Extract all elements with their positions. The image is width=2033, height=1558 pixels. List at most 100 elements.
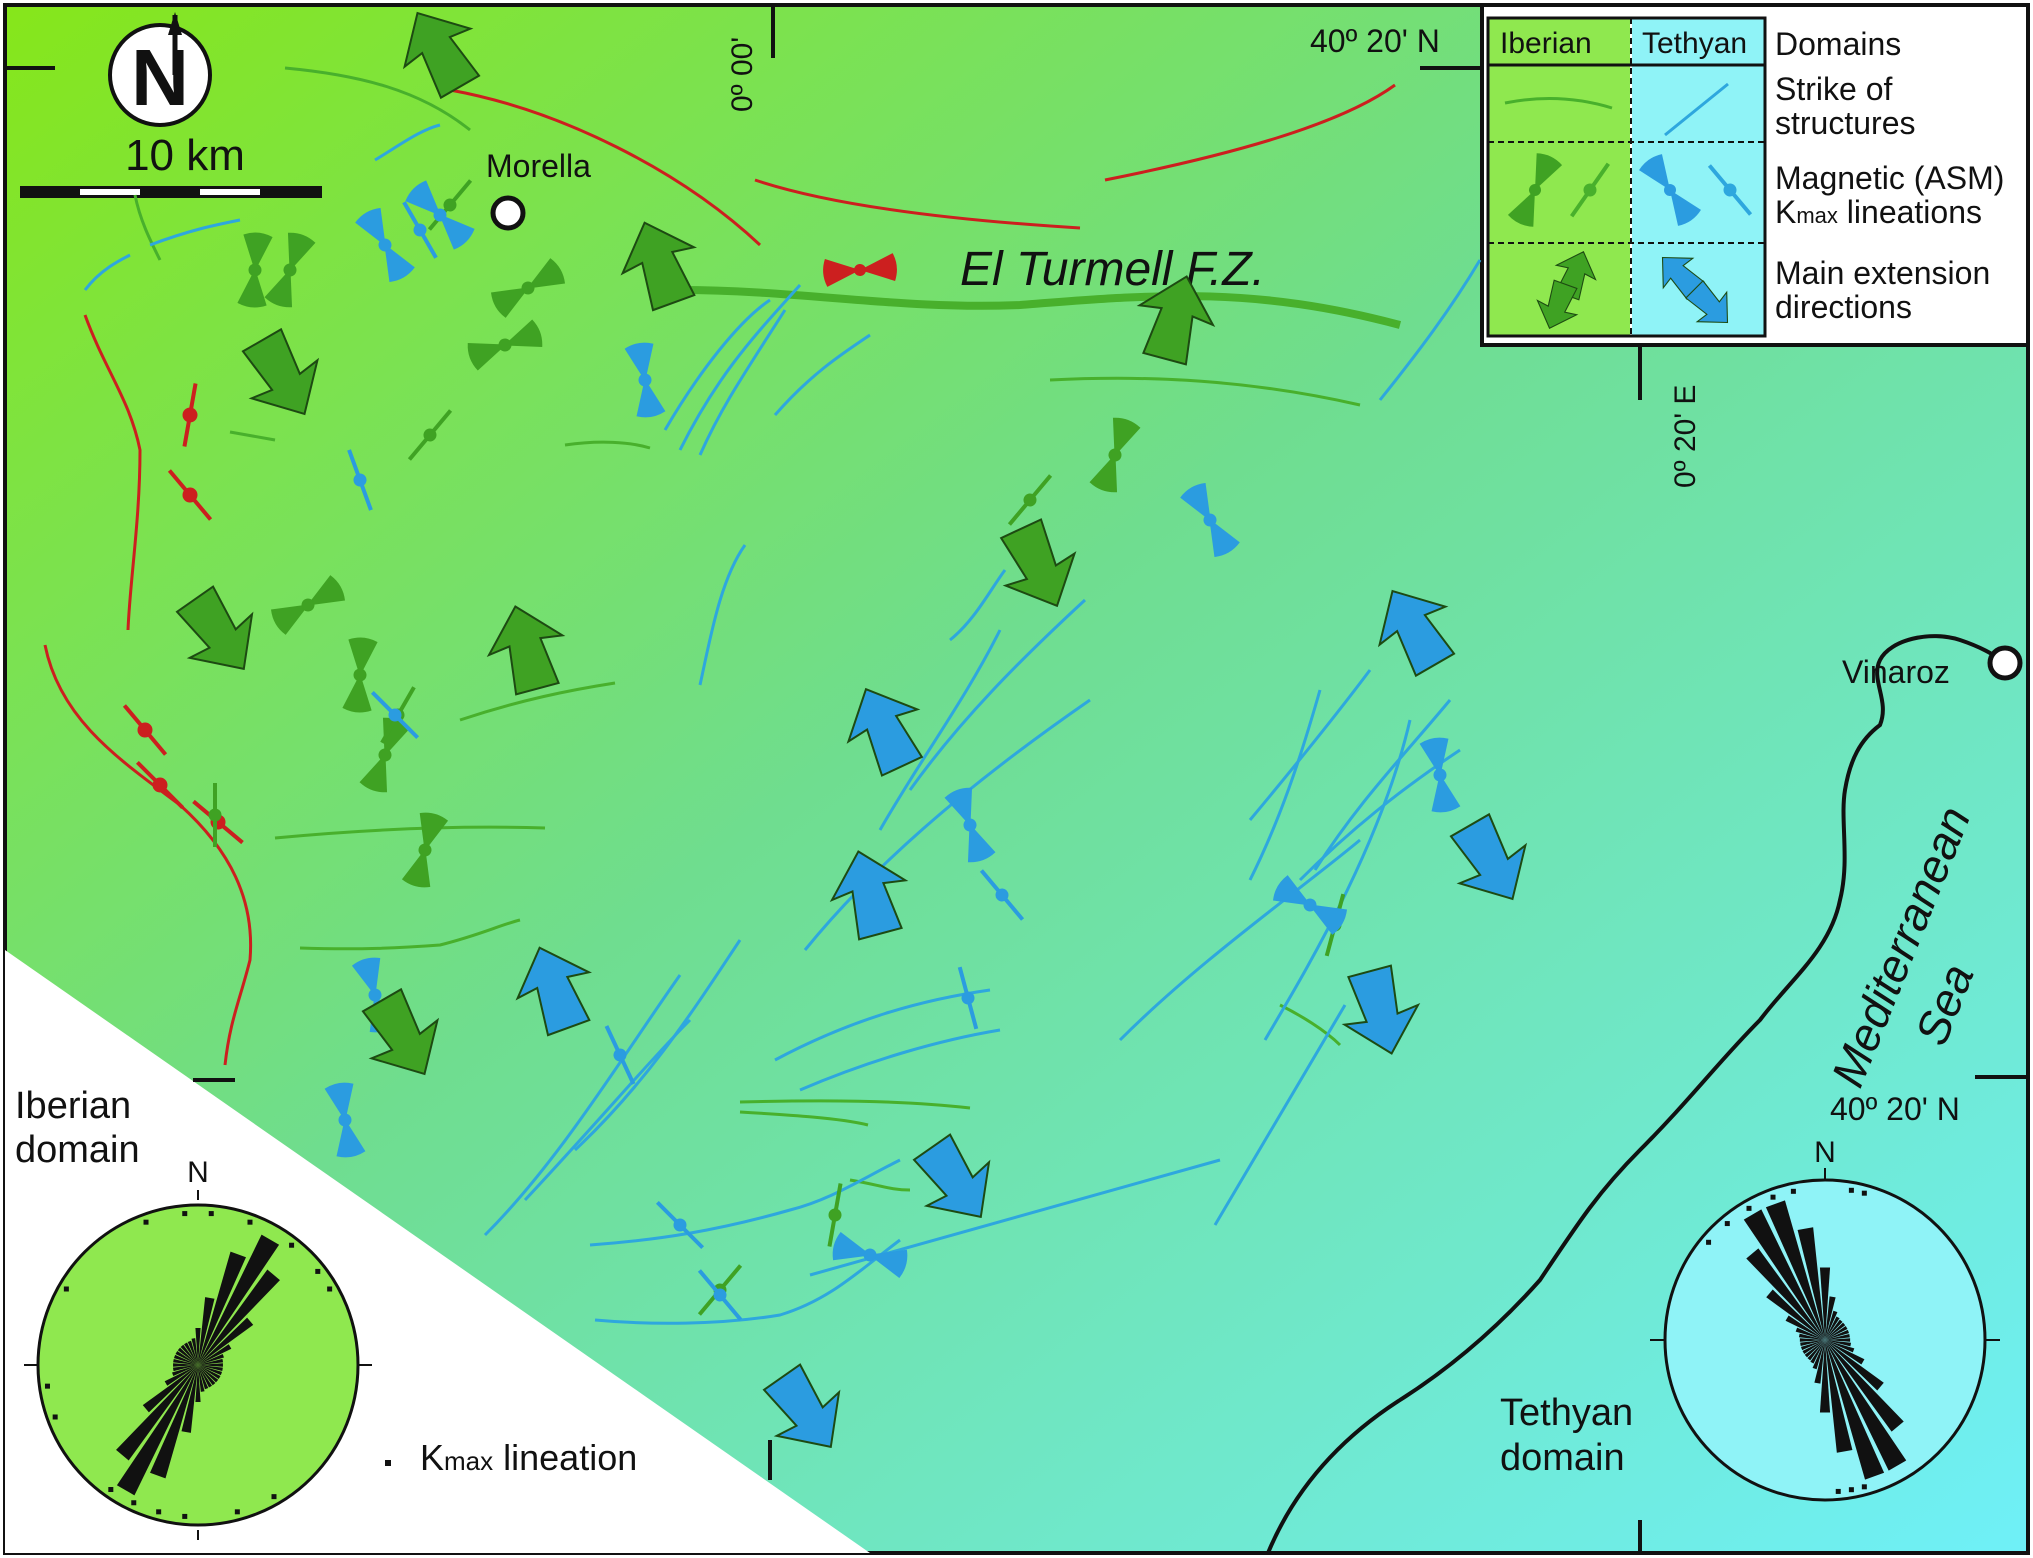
rose-petal bbox=[198, 1365, 216, 1386]
rose-petal bbox=[1819, 1267, 1831, 1340]
rose-petal bbox=[1825, 1333, 1850, 1340]
rose-petal bbox=[1812, 1340, 1825, 1370]
kmax-dot bbox=[52, 1414, 58, 1420]
rose-petal bbox=[1804, 1340, 1825, 1358]
kmax-dot bbox=[1835, 1488, 1841, 1494]
legend-magnetic-2: Kmax lineations bbox=[1775, 194, 1982, 230]
rose-petal bbox=[1825, 1340, 1852, 1347]
kmax-dot bbox=[208, 1211, 214, 1217]
rose-petal bbox=[184, 1342, 198, 1365]
kmax-dot bbox=[131, 1500, 137, 1506]
north-arrow: N bbox=[108, 12, 212, 127]
kmax-dot bbox=[182, 1513, 188, 1519]
kmax-dot bbox=[44, 1383, 50, 1389]
rose-petal bbox=[1814, 1340, 1825, 1384]
kmax-dot bbox=[289, 1242, 295, 1248]
place-label-morella: Morella bbox=[486, 148, 591, 184]
rose-petal bbox=[195, 1365, 201, 1402]
legend-domains: Domains bbox=[1775, 26, 1901, 62]
rose-diagram-iberian: Iberian domain N bbox=[15, 1085, 372, 1540]
rose-petal bbox=[198, 1354, 224, 1365]
lat-label-right: 40º 20' N bbox=[1830, 1091, 1960, 1127]
rose-petal bbox=[1819, 1340, 1831, 1413]
rose-petal bbox=[173, 1354, 198, 1365]
rose-petal bbox=[198, 1234, 280, 1365]
rose-petal bbox=[116, 1365, 198, 1496]
kmax-dot bbox=[1848, 1487, 1854, 1493]
kmax-dot bbox=[156, 1509, 162, 1515]
rose-petal bbox=[1766, 1289, 1825, 1340]
rose-petal bbox=[1765, 1200, 1825, 1340]
rose-petal bbox=[1825, 1322, 1846, 1340]
green-structures bbox=[133, 66, 1361, 1192]
rose-petal bbox=[172, 1365, 198, 1376]
rose-petal bbox=[150, 1365, 198, 1479]
rose-petal bbox=[1800, 1340, 1825, 1347]
rose-petal bbox=[1800, 1340, 1825, 1351]
town-vinaroz[interactable]: Vinaroz bbox=[1842, 645, 2023, 690]
rose-iberian-north: N bbox=[187, 1156, 209, 1189]
rose-petal bbox=[142, 1365, 198, 1413]
rose-petal bbox=[191, 1338, 198, 1365]
rose-petal bbox=[195, 1328, 201, 1365]
legend-strike-2: structures bbox=[1775, 105, 1915, 141]
kmax-dot bbox=[1848, 1187, 1854, 1193]
scale-bar: 10 km bbox=[20, 131, 322, 198]
legend: Iberian Tethyan Domains Strike of struct… bbox=[1480, 3, 2030, 347]
rose-petal bbox=[1825, 1340, 1885, 1480]
kmax-key-label: Kmax lineation bbox=[420, 1437, 637, 1478]
coastline bbox=[1266, 634, 2011, 1554]
rose-petal bbox=[198, 1317, 254, 1365]
rose-petal bbox=[198, 1365, 221, 1379]
kmax-dot bbox=[247, 1219, 253, 1225]
rose-petal bbox=[1825, 1340, 1853, 1453]
rose-petal bbox=[1746, 1248, 1825, 1340]
kmax-dot bbox=[1770, 1194, 1776, 1200]
rose-petal bbox=[198, 1251, 246, 1365]
rose-petal bbox=[1825, 1329, 1850, 1340]
rose-petal bbox=[175, 1351, 198, 1365]
rose-petal bbox=[1810, 1340, 1825, 1364]
scale-bar-label: 10 km bbox=[125, 131, 245, 180]
kmax-dot bbox=[63, 1286, 69, 1292]
kmax-dot bbox=[315, 1268, 321, 1274]
legend-extension-2: directions bbox=[1775, 289, 1912, 325]
legend-green-strike-line bbox=[1504, 97, 1613, 110]
rose-petal bbox=[164, 1365, 198, 1386]
kmax-dot bbox=[1790, 1188, 1796, 1194]
legend-magnetic-1: Magnetic (ASM) bbox=[1775, 160, 2004, 196]
rose-petal bbox=[181, 1365, 198, 1433]
rose-petal bbox=[173, 1358, 198, 1365]
kmax-dot bbox=[1706, 1239, 1712, 1245]
rose-petal bbox=[187, 1340, 198, 1365]
kmax-dot bbox=[234, 1509, 240, 1515]
kmax-dot bbox=[271, 1494, 277, 1500]
rose-petal bbox=[198, 1358, 224, 1365]
rose-petal bbox=[198, 1365, 212, 1388]
rose-petal bbox=[172, 1365, 198, 1372]
rose-petal bbox=[198, 1365, 209, 1390]
kmax-dot bbox=[108, 1487, 114, 1493]
rose-petal bbox=[1802, 1340, 1825, 1354]
rose-iberian-title-2: domain bbox=[15, 1129, 140, 1171]
coordinate-ticks bbox=[5, 5, 2028, 1553]
lon-label-right: 0º 20' E bbox=[1669, 385, 1702, 488]
rose-petal bbox=[1825, 1319, 1843, 1340]
rose-petal bbox=[198, 1269, 280, 1365]
rose-petal bbox=[1795, 1327, 1825, 1340]
legend-col-iberian: Iberian bbox=[1500, 27, 1592, 60]
legend-col-tethyan: Tethyan bbox=[1642, 27, 1747, 60]
rose-petal bbox=[1825, 1310, 1838, 1340]
kmax-dot bbox=[1746, 1205, 1752, 1211]
place-label-vinaroz: Vinaroz bbox=[1842, 654, 1950, 690]
rose-petal bbox=[198, 1365, 205, 1392]
rose-petal bbox=[1825, 1340, 1855, 1353]
kmax-dot bbox=[1861, 1484, 1867, 1490]
rose-petal bbox=[1825, 1340, 1907, 1471]
town-morella[interactable]: Morella bbox=[486, 148, 591, 231]
rose-petal bbox=[1825, 1326, 1848, 1340]
rose-petal bbox=[1799, 1338, 1825, 1342]
rose-petal bbox=[198, 1363, 223, 1367]
rose-petal bbox=[1825, 1316, 1840, 1340]
kmax-dot bbox=[1861, 1190, 1867, 1196]
